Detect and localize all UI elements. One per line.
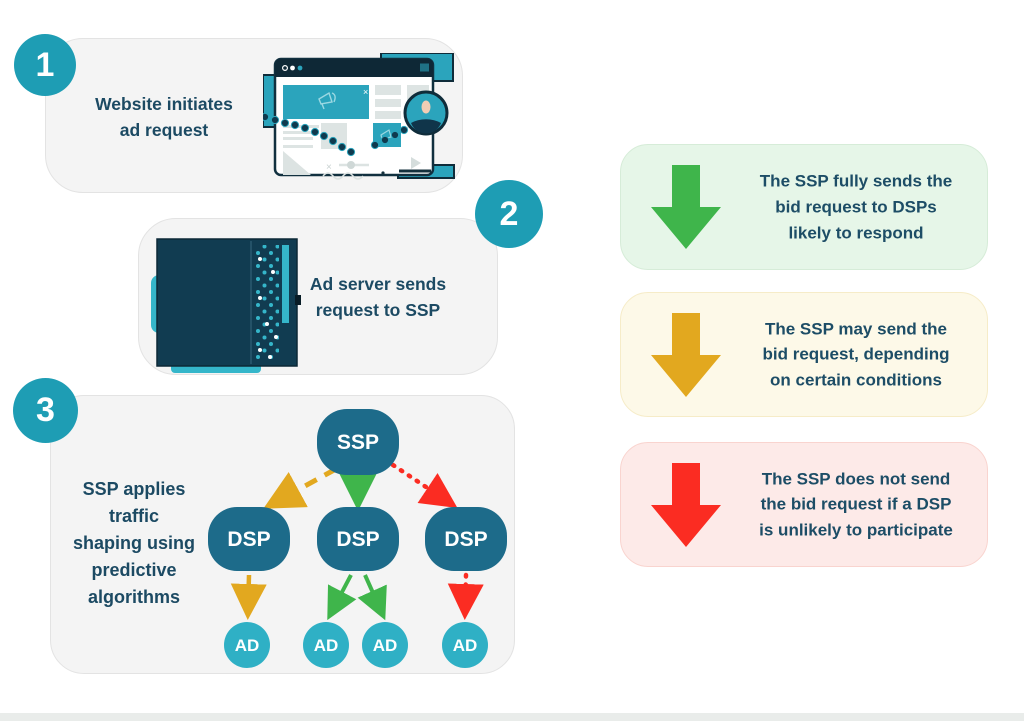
- ssp-node: SSP: [317, 409, 399, 475]
- legend-text-conditional-send: The SSP may send the bid request, depend…: [733, 316, 979, 393]
- step-1-label-line: ad request: [119, 120, 209, 141]
- close-icon: ×: [326, 162, 332, 173]
- ad-server-illustration: [151, 238, 301, 373]
- dsp-node-label: DSP: [336, 528, 379, 551]
- step-3-label-line: shaping using: [72, 533, 195, 553]
- legend-text-line: The SSP may send the: [764, 318, 948, 338]
- step-3-label-line: SSP applies: [82, 479, 186, 499]
- step-1-label-line: Website initiates: [95, 94, 233, 114]
- edge-dsp1-ad1-dashed-yellow: [230, 574, 267, 620]
- dsp-node: DSP: [208, 507, 290, 571]
- step-3-label-line: predictive: [91, 560, 177, 580]
- step-1-card: Website initiates ad request ×: [45, 38, 463, 193]
- ad-node-label: AD: [373, 636, 398, 655]
- legend-card-full-send: The SSP fully sends the bid request to D…: [620, 144, 988, 270]
- legend-text-line: is unlikely to participate: [759, 520, 953, 540]
- page-fold: [283, 151, 311, 175]
- slider-knob: [347, 161, 355, 169]
- step-2-label-line: Ad server sends: [309, 274, 447, 294]
- edge-dsp2-ad2-solid-green: [327, 574, 357, 621]
- server-led-grid: [254, 245, 279, 361]
- ad-node: AD: [224, 622, 270, 668]
- step-3-badge: 3: [13, 378, 78, 443]
- legend-text-line: The SSP fully sends the: [759, 171, 953, 191]
- window-dot: [297, 65, 303, 71]
- step-2-card: Ad server sends request to SSP: [138, 218, 498, 375]
- step-3-label: SSP applies traffic shaping using predic…: [59, 476, 209, 611]
- down-arrow-icon: [651, 165, 721, 249]
- header-menu-icon: [420, 63, 429, 72]
- server-port: [295, 295, 301, 305]
- legend-text-line: likely to respond: [788, 222, 924, 242]
- step-1-badge: 1: [14, 34, 76, 96]
- legend-text-line: The SSP does not send: [761, 468, 951, 488]
- website-browser-illustration: × ×: [263, 53, 455, 180]
- megaphone-icon: [318, 91, 336, 110]
- legend-text-line: on certain conditions: [770, 370, 942, 390]
- dsp-node-label: DSP: [444, 528, 487, 551]
- ad-node-label: AD: [453, 636, 478, 655]
- step-2-label: Ad server sends request to SSP: [278, 271, 478, 324]
- dsp-node: DSP: [425, 507, 507, 571]
- window-dot: [282, 65, 289, 72]
- edge-dsp2-ad3-solid-green: [357, 574, 387, 621]
- step-3-card: SSP applies traffic shaping using predic…: [50, 395, 515, 674]
- ssp-node-label: SSP: [337, 431, 379, 454]
- edge-ssp-dsp1-dashed-yellow: [263, 466, 338, 509]
- legend-text-line: bid request to DSPs: [775, 197, 937, 217]
- step-1-number: 1: [35, 45, 55, 84]
- ad-node: AD: [303, 622, 349, 668]
- step-2-badge: 2: [475, 180, 543, 248]
- legend-text-full-send: The SSP fully sends the bid request to D…: [733, 168, 979, 245]
- dot-decoration: [381, 171, 385, 175]
- user-avatar: [403, 90, 449, 136]
- edge-ssp-dsp3-dotted-red: [390, 462, 458, 508]
- bottom-strip: [0, 713, 1024, 721]
- server-stripe: [282, 245, 289, 323]
- down-arrow-icon: [651, 312, 721, 397]
- hero-banner: [283, 85, 369, 119]
- dsp-node: DSP: [317, 507, 399, 571]
- down-arrow-icon: [651, 462, 721, 547]
- dsp-node-label: DSP: [227, 528, 270, 551]
- server-led-white: [258, 257, 278, 359]
- ad-node-label: AD: [235, 636, 260, 655]
- step-3-label-line: traffic: [108, 506, 159, 526]
- edge-dsp3-ad4-dotted-red: [447, 572, 484, 620]
- ad-node: AD: [442, 622, 488, 668]
- ad-node: AD: [362, 622, 408, 668]
- traffic-shaping-diagram: SSP DSP DSP DSP AD AD: [208, 409, 507, 668]
- ad-node-label: AD: [314, 636, 339, 655]
- play-icon: [411, 157, 421, 169]
- window-dot: [290, 65, 295, 71]
- step-3-number: 3: [36, 391, 55, 429]
- step-2-label-line: request to SSP: [315, 300, 441, 321]
- wave-decoration: [322, 172, 364, 180]
- step-3-label-line: algorithms: [87, 587, 180, 607]
- step-1-label: Website initiates ad request: [64, 91, 264, 144]
- legend-text-line: bid request, depending: [762, 344, 950, 364]
- legend-card-conditional-send: The SSP may send the bid request, depend…: [620, 292, 988, 417]
- legend-card-no-send: The SSP does not send the bid request if…: [620, 442, 988, 567]
- step-2-number: 2: [499, 194, 519, 233]
- legend-text-line: the bid request if a DSP: [760, 494, 952, 514]
- click-trail-dots: [263, 112, 409, 157]
- close-icon: ×: [363, 87, 368, 97]
- legend-text-no-send: The SSP does not send the bid request if…: [733, 466, 979, 543]
- browser-header: [275, 59, 433, 77]
